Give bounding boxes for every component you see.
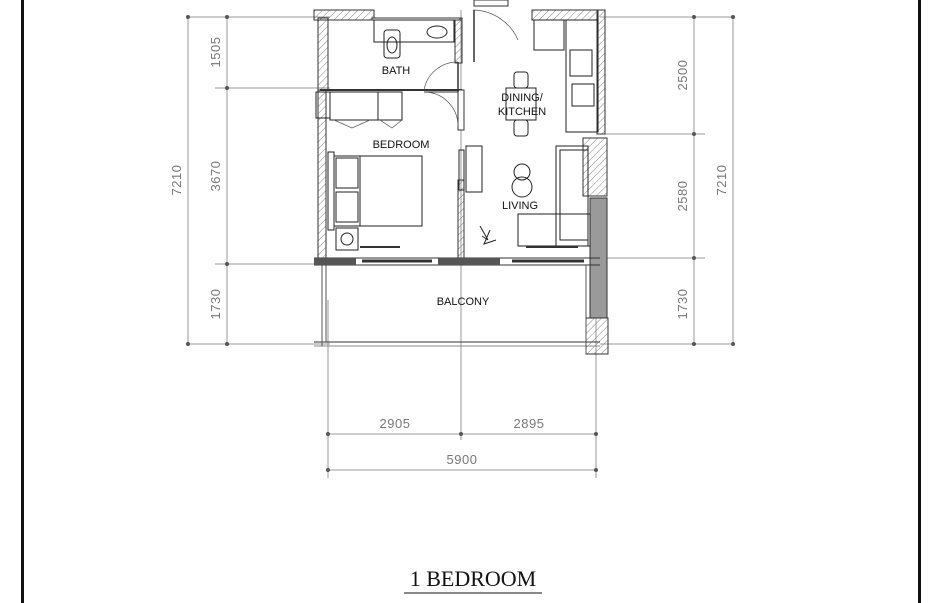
room-label-living: LIVING: [502, 200, 538, 212]
dim-bottom-total: 5900: [447, 452, 478, 467]
room-label-balcony: BALCONY: [437, 296, 490, 308]
room-label-kitchen: KITCHEN: [498, 106, 546, 118]
room-label-bath: BATH: [382, 65, 411, 77]
bed: [327, 151, 423, 251]
dimension-lines-right: [600, 15, 735, 346]
dim-bottom-right: 2895: [514, 416, 545, 431]
dim-right-mid: 2580: [675, 181, 690, 212]
dim-left-bottom: 1730: [208, 289, 223, 320]
dining-table: [505, 71, 537, 137]
tv-unit: [458, 145, 483, 193]
wardrobe: [315, 91, 403, 129]
sheet-border-left: [21, 0, 24, 603]
dim-left-mid: 3670: [208, 161, 223, 192]
drawing-title: 1 BEDROOM: [410, 566, 537, 591]
walls: [313, 9, 609, 355]
dim-right-bottom: 1730: [675, 289, 690, 320]
dim-bottom-left: 2905: [380, 416, 411, 431]
dim-right-total: 7210: [714, 165, 729, 196]
sheet-border-right: [918, 0, 921, 603]
dimension-lines-left: [186, 15, 330, 346]
sofa: [511, 145, 591, 248]
dim-left-total: 7210: [169, 165, 184, 196]
plant-icon: [479, 225, 497, 245]
bath-fixtures: [373, 19, 455, 59]
dim-left-top: 1505: [208, 37, 223, 68]
dim-right-top: 2500: [675, 60, 690, 91]
room-label-bedroom: BEDROOM: [373, 139, 430, 151]
room-label-dining: DINING/: [501, 92, 544, 104]
doors: [423, 0, 519, 127]
kitchen-counter: [533, 19, 599, 133]
